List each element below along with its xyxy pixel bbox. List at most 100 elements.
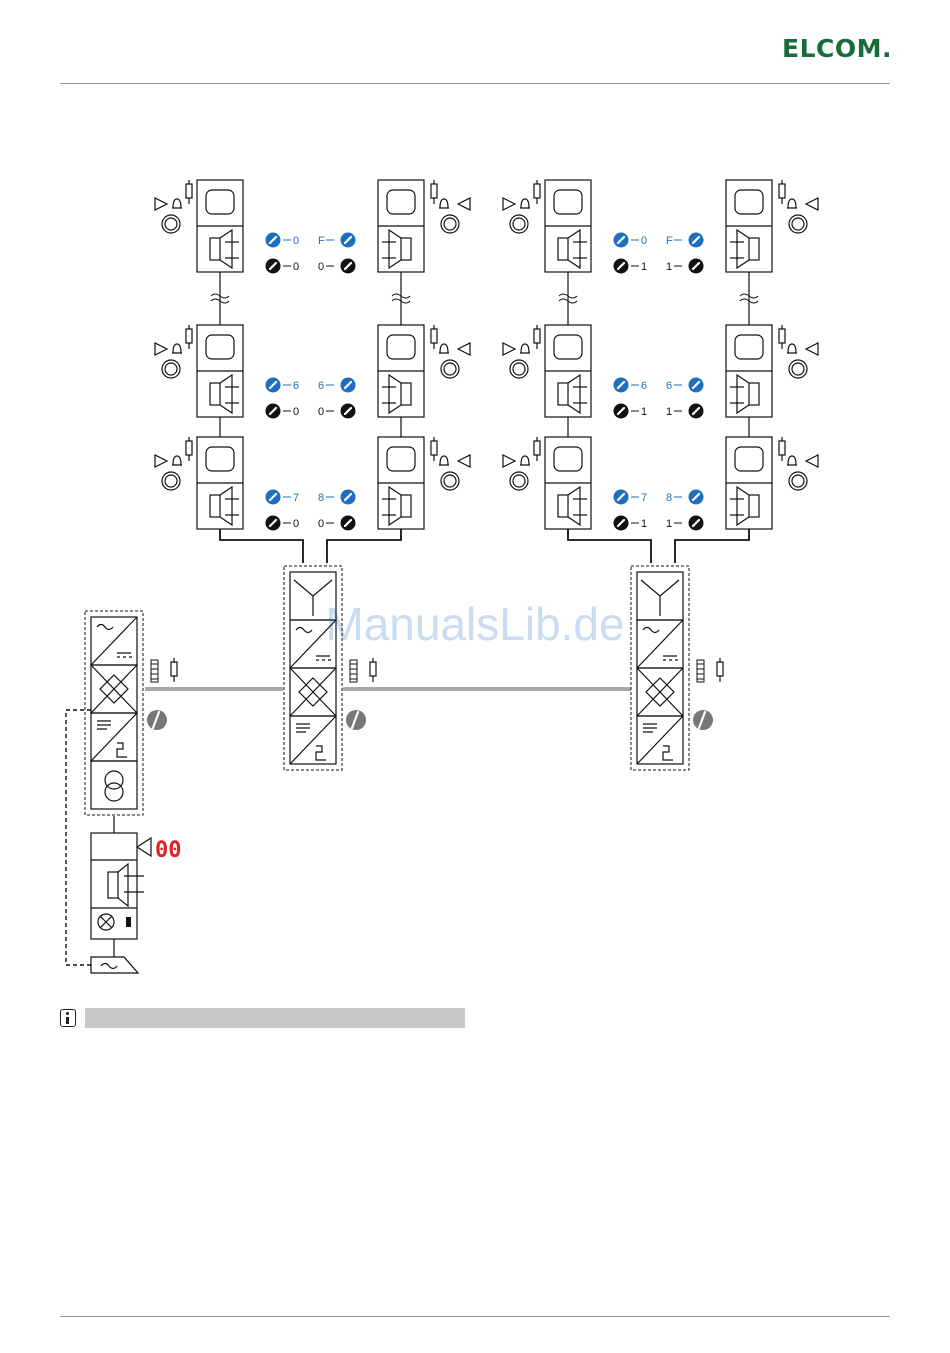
call-button-inner [165,363,177,375]
door-station: 61 [666,325,818,419]
horn-icon [806,343,818,355]
call-button-inner [444,363,456,375]
lamp-cross [100,916,112,928]
camera-icon [554,335,582,359]
dial-label: 0 [293,406,299,418]
dashed-link [66,710,91,965]
dial-label: 0 [641,235,647,247]
camera-icon [554,447,582,471]
door-station: F1 [666,180,818,274]
module-trafo [91,761,137,809]
door-station: 81 [666,437,818,531]
resistor-icon [186,184,192,198]
door-station: 61 [503,325,647,419]
bell-icon [787,456,797,465]
horn-icon [155,455,167,467]
dial-label: 0 [318,518,324,530]
horn-icon [155,198,167,210]
bell-icon [172,199,182,208]
horn-icon [806,455,818,467]
door-station: 60 [318,325,470,419]
resistor-icon [370,662,376,676]
footer-divider [60,1316,890,1317]
speaker-cone [737,375,749,413]
switch-knob [126,917,131,927]
speaker-icon [558,383,568,405]
call-button-inner [792,218,804,230]
speaker-icon [401,495,411,517]
camera-icon [735,335,763,359]
dial-label: F [318,235,325,247]
dial-label: 7 [293,492,299,504]
dial-label: 7 [641,492,647,504]
horn-icon [503,198,515,210]
door-stations: 00F001F16060616170807181 [155,180,818,531]
resistor-icon [534,329,540,343]
speaker-icon [749,495,759,517]
speaker-icon [210,495,220,517]
camera-icon [735,190,763,214]
splitter-icon [641,580,679,616]
bell-icon [439,199,449,208]
door-station: F0 [318,180,470,274]
dial-label: 0 [293,261,299,273]
control-unit [284,566,376,770]
bell-icon [172,344,182,353]
branch-wire [220,529,303,563]
speaker-cone [737,487,749,525]
door-station: 60 [155,325,299,419]
info-icon [60,1009,76,1027]
speaker-cone [737,230,749,268]
dial-label: 8 [666,492,672,504]
dial-label: 6 [641,380,647,392]
door-station: 01 [503,180,647,274]
dc-icon [663,656,678,660]
horn-icon [458,198,470,210]
power-and-intercom [66,710,151,973]
speaker-cone [568,487,580,525]
branch-wire [675,529,749,563]
call-button-inner [513,475,525,487]
horn-icon [503,455,515,467]
control-unit [631,566,723,770]
call-button-inner [513,363,525,375]
watermark-text: ManualsLib.de [325,598,624,650]
door-station: 00 [155,180,299,274]
resistor-icon [717,662,723,676]
call-button-inner [165,218,177,230]
door-station: 80 [318,437,470,531]
diagonal [91,617,137,665]
door-station: 70 [155,437,299,531]
resistor-icon [779,329,785,343]
speaker-icon [210,238,220,260]
dial-label: 0 [293,518,299,530]
diagonal [91,713,137,761]
speaker-icon [749,383,759,405]
dial-label: 6 [666,380,672,392]
dial-label: 1 [641,518,647,530]
speaker-icon [108,872,118,898]
speaker-cone [389,230,401,268]
dial-label: F [666,235,673,247]
camera-icon [206,447,234,471]
diagonal [290,716,336,764]
horn-icon [137,838,151,856]
camera-icon [387,190,415,214]
speaker-cone [220,375,232,413]
camera-icon [387,335,415,359]
speaker-icon [401,383,411,405]
dial-label: 1 [666,518,672,530]
branch-wire [568,529,651,563]
bell-icon [520,456,530,465]
diagonal [637,716,683,764]
call-button-inner [165,475,177,487]
dc-icon [316,656,331,660]
resistor-icon [431,329,437,343]
speaker-cone [220,230,232,268]
dial-label: 6 [293,380,299,392]
resistor-icon [171,662,177,676]
speaker-cone [389,487,401,525]
resistor-icon [534,441,540,455]
horn-icon [458,455,470,467]
